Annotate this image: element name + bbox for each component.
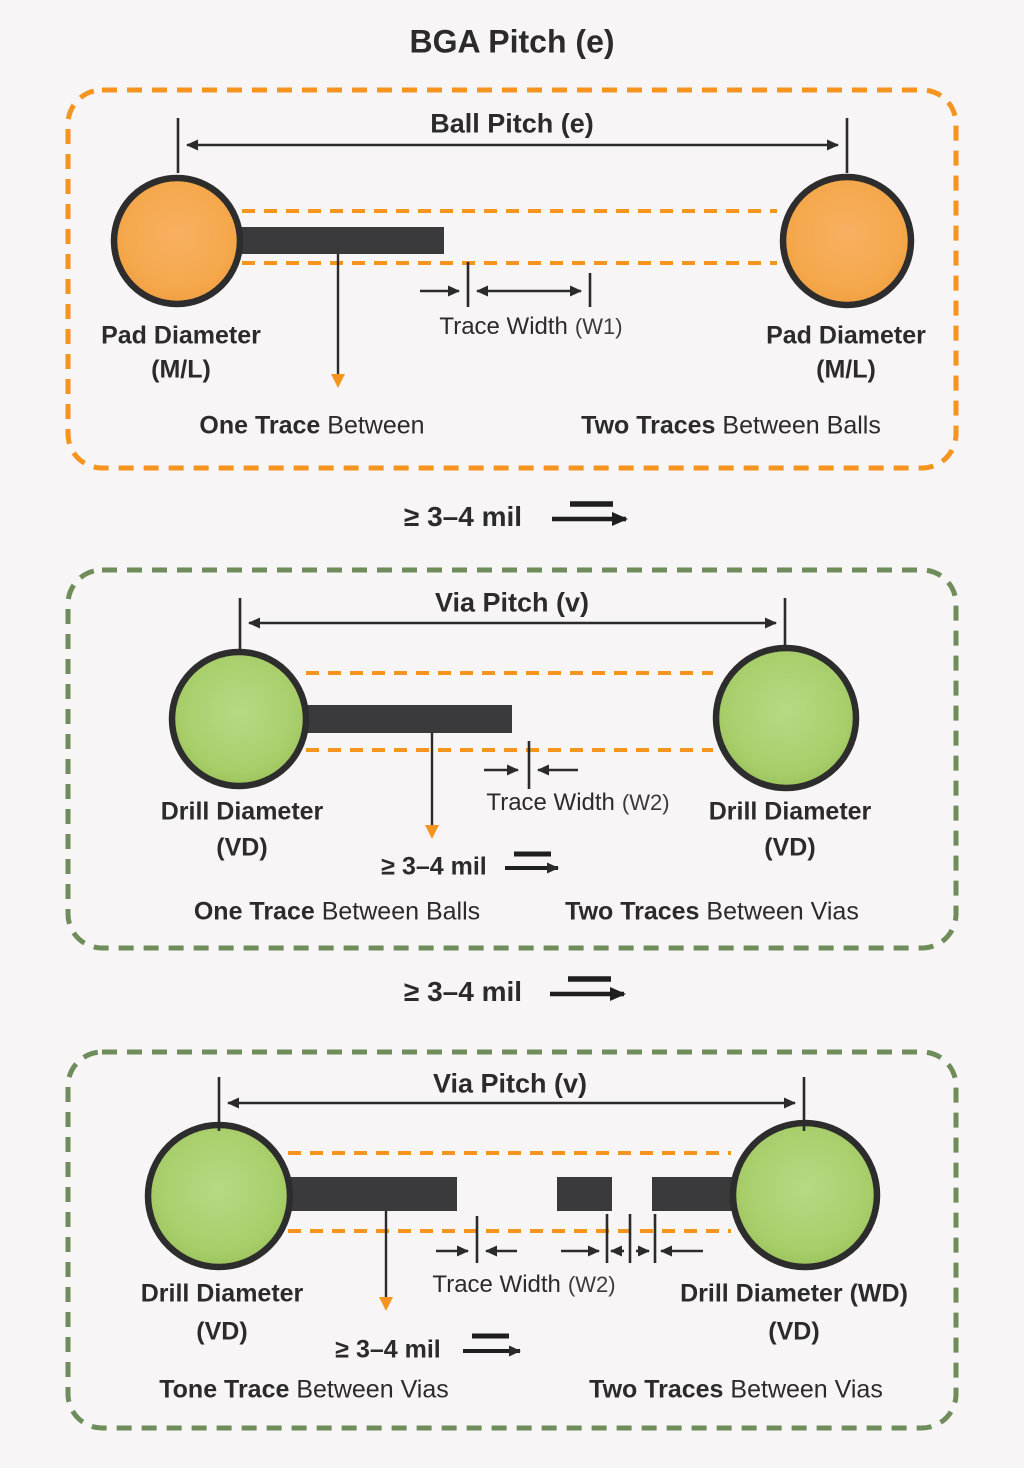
panel1-guide-dashes — [242, 209, 777, 265]
panel1-trace-width-annotation — [420, 262, 592, 307]
caption-one-trace-between: One Trace Between — [199, 411, 425, 440]
panel1-heading: Ball Pitch (e) — [430, 108, 594, 139]
pad-diameter-left-ref: (M/L) — [151, 355, 211, 384]
panel3-trace-bar-long — [281, 1177, 457, 1211]
caption-two-traces-between-balls: Two Traces Between Balls — [581, 411, 881, 440]
pad-diameter-left-label: Pad Diameter — [101, 321, 261, 350]
pad-circle-right — [779, 173, 915, 309]
caption-one-trace-between-balls: One Trace Between Balls — [193, 897, 481, 926]
drill-diameter-left-ref: (VD) — [216, 833, 268, 862]
panel3-guide-dashes — [288, 1151, 731, 1233]
panel1-border — [65, 87, 959, 471]
panel3-gap-annotation — [561, 1214, 703, 1263]
via-circle-left — [168, 648, 310, 790]
panel3-border — [65, 1049, 959, 1431]
mil-note-separator2: ≥ 3–4 mil — [403, 975, 523, 1007]
panel3-trace-bar-right — [652, 1177, 740, 1211]
panel2-guide-dashes — [306, 671, 713, 752]
panel2-down-pointer — [425, 733, 439, 839]
panel2-border — [65, 567, 959, 951]
speed-arrow-icon-panel3 — [463, 1333, 521, 1357]
drill-diameter-bottom-right-ref: (VD) — [768, 1317, 820, 1346]
trace-width-ref: (W1) — [574, 314, 623, 340]
caption-two-traces-between-vias: Two Traces Between Vias — [565, 897, 859, 926]
panel1-trace-bar — [240, 227, 444, 254]
trace-width-ref: (W2) — [621, 790, 670, 816]
via-circle-right-bottom — [729, 1119, 881, 1271]
trace-width-w2-label: Trace Width(W2) — [486, 789, 669, 817]
panel3-trace-width-annotation — [436, 1216, 517, 1263]
pad-diameter-right-ref: (M/L) — [816, 355, 876, 384]
drill-diameter-left-label: Drill Diameter — [160, 797, 324, 826]
panel3-trace-bar-stub — [557, 1177, 612, 1211]
trace-width-text: Trace Width — [486, 789, 615, 817]
panel3-down-pointer — [379, 1211, 393, 1311]
via-circle-right — [712, 644, 860, 792]
drill-diameter-bottom-left-ref: (VD) — [196, 1317, 248, 1346]
pad-circle-left — [110, 174, 244, 308]
mil-note-separator1: ≥ 3–4 mil — [403, 500, 523, 532]
panel1-down-pointer — [331, 254, 345, 388]
panel2-trace-width-annotation — [484, 741, 578, 789]
panel2-trace-bar — [300, 705, 512, 733]
pad-diameter-right-label: Pad Diameter — [766, 321, 926, 350]
panel3-heading: Via Pitch (v) — [432, 1068, 588, 1099]
panel2-dimension — [238, 598, 787, 651]
caption-tone-trace-between-vias: Tone Trace Between Vias — [159, 1375, 449, 1404]
trace-width-w1-label: Trace Width(W1) — [439, 313, 622, 341]
speed-arrow-icon-sep2 — [550, 976, 626, 1001]
speed-arrow-icon-panel2 — [505, 851, 559, 874]
speed-arrow-icon-sep1 — [552, 501, 628, 526]
panel2-heading: Via Pitch (v) — [434, 587, 590, 618]
panel3-trace-bars — [281, 1177, 740, 1211]
trace-width-text: Trace Width — [432, 1271, 561, 1299]
via-circle-left-bottom — [144, 1121, 294, 1271]
caption-two-traces-between-vias-bottom: Two Traces Between Vias — [589, 1375, 883, 1404]
trace-width-ref: (W2) — [567, 1272, 616, 1298]
mil-note-panel2: ≥ 3–4 mil — [381, 852, 487, 881]
trace-width-w2-bottom-label: Trace Width(W2) — [432, 1271, 615, 1299]
mil-note-panel3: ≥ 3–4 mil — [335, 1335, 441, 1364]
page-title: BGA Pitch (e) — [409, 23, 615, 60]
drill-diameter-right-label: Drill Diameter — [708, 797, 872, 826]
drill-diameter-right-ref: (VD) — [764, 833, 816, 862]
drill-diameter-bottom-right-label: Drill Diameter (WD) — [680, 1279, 908, 1308]
panel3-dimension — [217, 1077, 806, 1131]
panel1-dimension — [176, 118, 849, 173]
trace-width-text: Trace Width — [439, 313, 568, 341]
drill-diameter-bottom-left-label: Drill Diameter — [140, 1279, 304, 1308]
